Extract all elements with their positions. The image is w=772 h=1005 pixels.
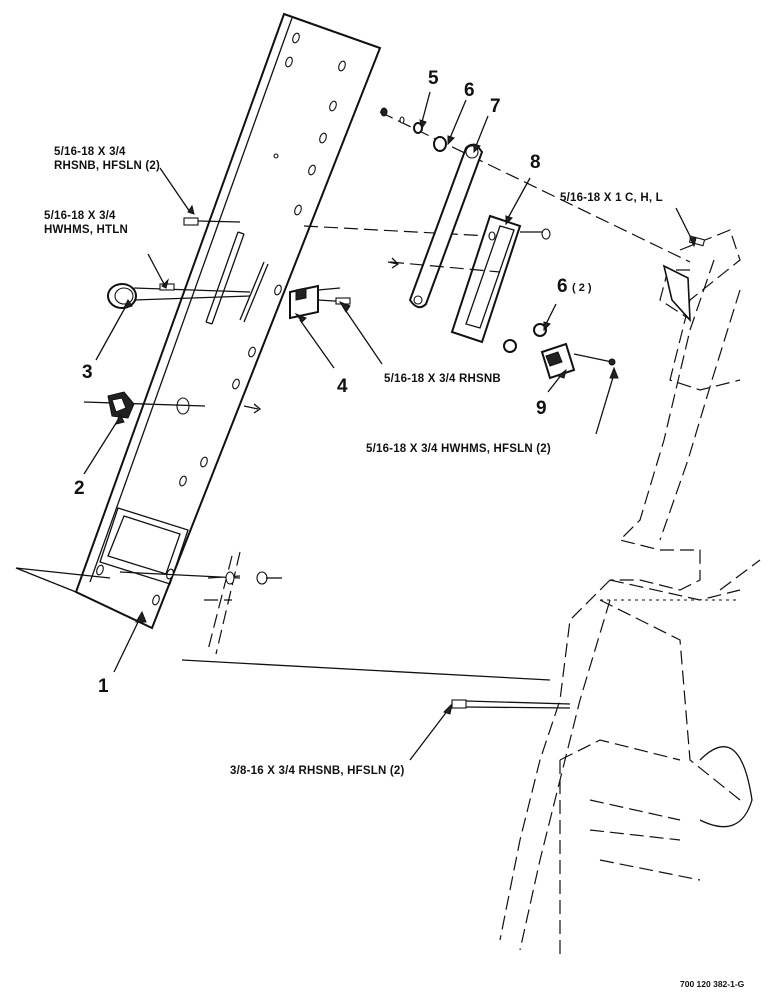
panel-part-1 [74,12,382,630]
note-chl: 5/16-18 X 1 C, H, L [560,192,663,204]
hardware-row-top [379,107,691,263]
panel-holes [96,32,346,606]
callout-1: 1 [98,676,109,697]
callout-4: 4 [337,376,348,397]
callout-8: 8 [530,152,541,173]
bracket-part-4 [289,284,351,320]
note-hwhms-hfsln: 5/16-18 X 3/4 HWHMS, HFSLN (2) [366,443,551,455]
latch-part-2 [83,391,206,419]
note-hwhms-line2: HWHMS, HTLN [44,224,128,236]
bolt-top [183,217,241,226]
note-hwhms-line1: 5/16-18 X 3/4 [44,210,116,222]
callout-6-quantity: ( 2 ) [572,282,592,294]
callout-9: 9 [536,398,547,419]
frame-phantom [204,229,761,960]
spacer-and-clip [503,323,616,380]
channel-part-8 [387,214,551,344]
drawing-number: 700 120 382-1-G [680,979,745,989]
bolt-bottom [451,699,571,709]
callout-6: 6 [464,80,475,101]
callout-6-second: 6 [557,276,568,297]
note-rhsnb-mid: 5/16-18 X 3/4 RHSNB [384,373,501,385]
callout-2: 2 [74,478,85,499]
callout-7: 7 [490,96,501,117]
knob-part-3 [107,283,251,309]
callout-3: 3 [82,362,93,383]
leader-lines [83,91,697,761]
callout-5: 5 [428,68,439,89]
note-rhsnb-top-line1: 5/16-18 X 3/4 [54,146,126,158]
note-rhsnb-top-line2: RHSNB, HFSLN (2) [54,160,161,172]
note-three-eighths: 3/8-16 X 3/4 RHSNB, HFSLN (2) [230,765,405,777]
